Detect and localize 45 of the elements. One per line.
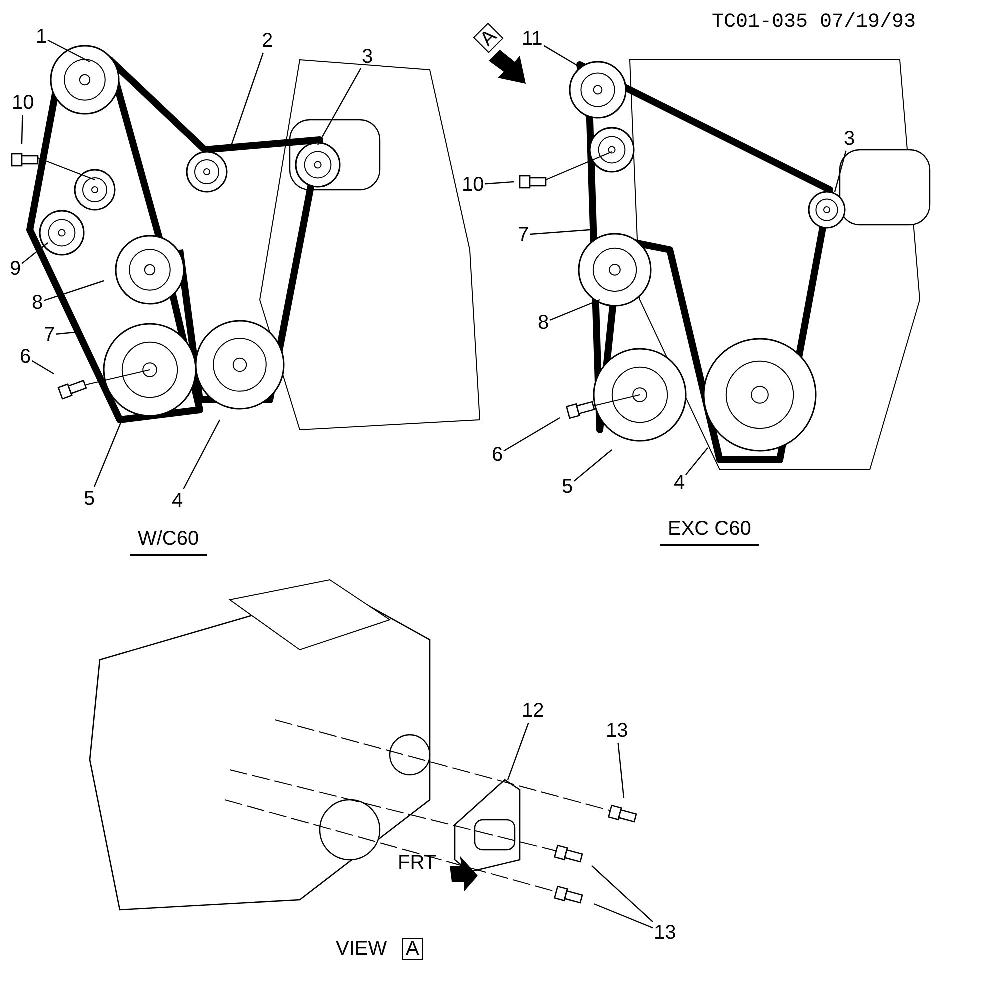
callout-number: 13 [606,720,628,742]
callout-number: 5 [84,488,96,510]
leader-line [594,903,654,929]
leader-line [21,114,24,144]
leader-line [592,866,654,922]
view-reference: A [402,938,424,960]
callout-number: 3 [844,128,856,150]
callout-number: 4 [172,490,184,512]
leader-line [183,420,221,490]
callout-number: 7 [518,224,530,246]
leader-line [530,229,590,236]
callout-number: 8 [32,292,44,314]
leader-line [504,417,560,452]
leader-line [834,150,847,192]
view-caption: W/C60 [130,528,208,556]
leader-line [507,722,530,780]
view-caption: EXC C60 [660,518,760,546]
leader-line [618,742,625,798]
callout-number: 12 [522,700,544,722]
callout-number: 9 [10,258,22,280]
callout-number: 6 [492,444,504,466]
leader-line [550,299,600,321]
callout-number: 10 [462,174,484,196]
callout-number: 11 [522,28,543,50]
callout-number: 2 [262,30,274,52]
direction-label: FRT [398,852,437,874]
callout-number: 5 [562,476,574,498]
callout-number: 1 [36,26,48,48]
leader-line [22,242,48,264]
callout-number: 6 [20,346,32,368]
callout-number: 7 [44,324,56,346]
drawing-number: TC01-035 07/19/93 [712,12,916,34]
leader-line [574,450,612,482]
leader-line [317,68,362,146]
callout-number: 10 [12,92,34,114]
callout-number: 4 [674,472,686,494]
callout-number: 3 [362,46,374,68]
callout-number: 8 [538,312,550,334]
leader-line [686,448,708,476]
view-caption: VIEW [336,938,388,960]
callout-number: 13 [654,922,676,944]
leader-line [484,181,514,185]
leader-line [48,40,90,63]
leader-line [544,45,578,67]
leader-line [32,360,54,375]
